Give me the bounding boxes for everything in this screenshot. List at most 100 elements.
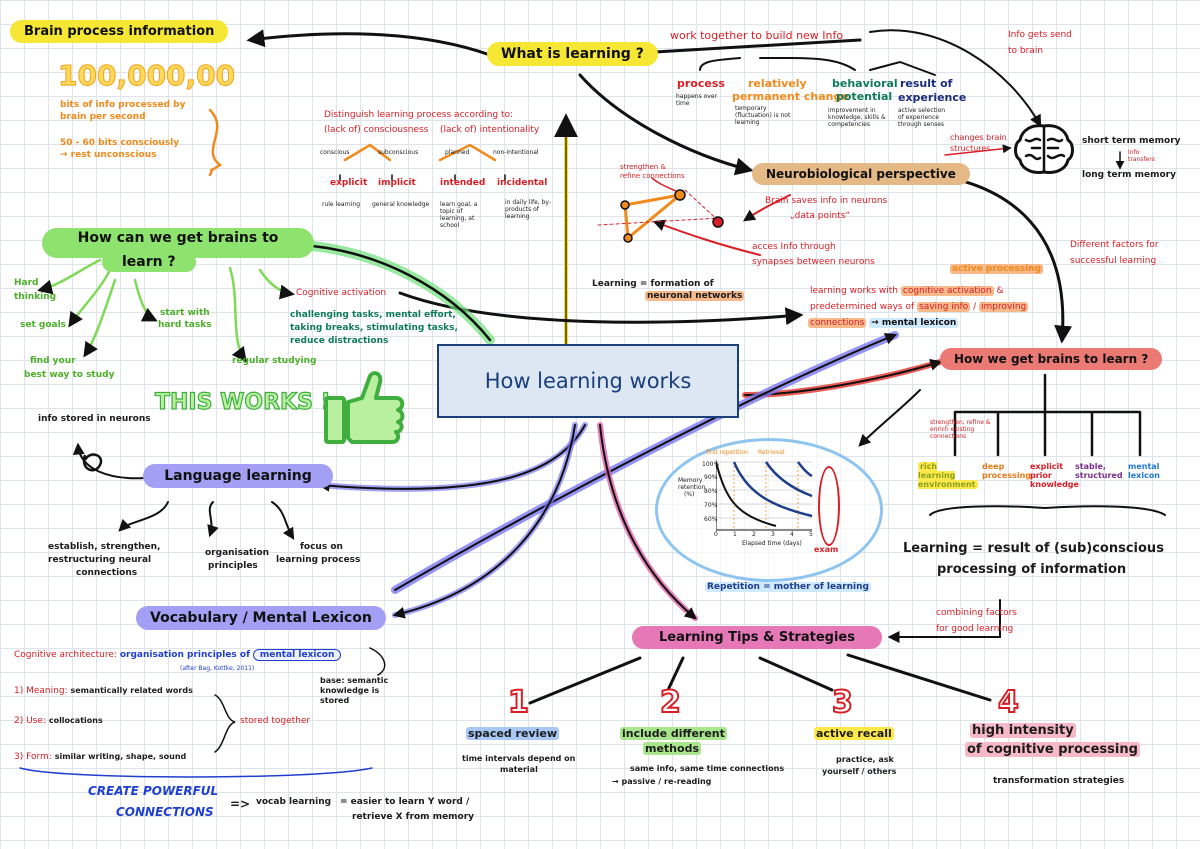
thumbs-up-icon <box>324 371 405 444</box>
info-send-text: Info gets send <box>1008 30 1072 40</box>
meaning-label: 1) Meaning: <box>14 686 68 696</box>
tip-2-label-a: include different <box>620 727 727 741</box>
challenging-line-2: taking breaks, stimulating tasks, <box>290 323 458 333</box>
establish-line-2: restructuring neural <box>48 555 152 565</box>
repetition-label: Repetition = mother of learning <box>705 582 871 592</box>
easier-line-2: retrieve X from memory <box>352 812 475 822</box>
deep-processing: deep processing <box>982 462 1031 480</box>
potential-label: potential <box>836 90 893 103</box>
process-note: happens over time <box>676 93 718 107</box>
formation-text-a: Learning = formation of <box>592 279 714 289</box>
subconscious-label: subconscious <box>378 149 419 156</box>
use-label: 2) Use: <box>14 716 46 726</box>
tip-4-note: transformation strategies <box>993 776 1125 786</box>
mental-lexicon-highlight: → mental lexicon <box>869 318 959 328</box>
how-brains-right-node: How we get brains to learn ? <box>940 348 1163 370</box>
process-label: process <box>677 77 725 90</box>
x-tick-2: 2 <box>752 531 756 538</box>
intended-note: learn goal, a topic of learning, at scho… <box>440 201 478 229</box>
learning-works-text: learning works with <box>810 286 899 296</box>
formation-line-1: Learning = formation of <box>590 279 716 289</box>
explicit-label: explicit <box>330 178 368 188</box>
exam-label: exam <box>814 545 839 554</box>
memory-label: Memory <box>678 477 703 484</box>
distinguish-line-2: (lack of) consciousness <box>324 125 429 135</box>
org-principles-text: organisation principles of <box>119 650 251 660</box>
implicit-label: implicit <box>378 178 416 188</box>
focus-line-2: learning process <box>276 555 361 565</box>
retention-label: retention <box>678 484 706 491</box>
this-works-text: THIS WORKS ! <box>154 389 331 415</box>
long-term-text: long term memory <box>1082 170 1176 180</box>
double-arrow: => <box>230 797 251 811</box>
organisation-line-1: organisation <box>205 548 270 558</box>
create-line-2: CONNECTIONS <box>116 805 214 819</box>
planned-label: planned <box>445 149 470 156</box>
language-learning-title: Language learning <box>164 468 312 484</box>
factors-line-1: Different factors for <box>1070 240 1159 250</box>
changes-brain-text: changes brain <box>950 133 1007 142</box>
rich-environment-text: rich learning environment <box>918 462 978 490</box>
tip-3-text: active recall <box>814 727 894 740</box>
learning-works-line-3: connections → mental lexicon <box>808 318 959 328</box>
structures-text: structures <box>950 144 991 153</box>
explicit-prior-text: explicit prior knowledge <box>1030 462 1079 490</box>
tip-4-text-b: of cognitive processing <box>965 742 1140 757</box>
active-processing-text: active processing <box>950 264 1044 274</box>
tip-1-text: spaced review <box>466 727 559 740</box>
tip-3-note-2: yourself / others <box>822 767 897 776</box>
learning-tips-title: Learning Tips & Strategies <box>659 630 855 645</box>
factors-line-2: successful learning <box>1070 256 1157 266</box>
bits-line-2: brain per second <box>60 112 146 122</box>
meaning-value: semantically related words <box>70 686 193 695</box>
explicit-prior: explicit prior knowledge <box>1030 462 1079 490</box>
stable-structured-text: stable, structured <box>1075 462 1123 481</box>
tip-3-note-1: practice, ask <box>836 755 894 764</box>
brain-process-node: Brain process information <box>10 20 229 43</box>
bits-line-4: → rest unconscious <box>60 150 157 160</box>
forgetting-curve-plot <box>716 460 813 531</box>
mental-lexicon-ellipse: mental lexicon <box>252 649 342 661</box>
mental-lexicon-right-text: mental lexicon <box>1128 462 1161 481</box>
combining-line-2: for good learning <box>936 624 1014 634</box>
how-brains-left-node-2: learn ? <box>102 252 196 272</box>
easier-line-1: = easier to learn Y word / <box>340 797 470 807</box>
tip-2-text-a: include different <box>620 727 727 740</box>
connections-highlight: connections <box>808 318 867 328</box>
what-is-learning-title: What is learning ? <box>501 46 644 62</box>
repetition-text: Repetition = mother of learning <box>705 582 871 592</box>
challenging-line-3: reduce distractions <box>290 336 389 346</box>
learning-tips-node: Learning Tips & Strategies <box>632 626 882 649</box>
cognitive-activation-label: Cognitive activation <box>296 288 387 298</box>
center-box: How learning works <box>437 344 739 418</box>
use-value: collocations <box>48 716 103 725</box>
stable-structured: stable, structured <box>1075 462 1123 480</box>
after-citation: (after Bag, Kottke, 2011) <box>180 665 255 672</box>
vocabulary-title: Vocabulary / Mental Lexicon <box>150 610 372 626</box>
deep-processing-text: deep processing <box>982 462 1032 481</box>
tip-2-note-2: → passive / re-reading <box>612 777 712 786</box>
formation-line-2: neuronal networks <box>645 291 745 301</box>
establish-line-1: establish, strengthen, <box>48 542 161 552</box>
how-brains-left-title-1: How can we get brains to <box>77 230 279 246</box>
challenging-line-1: challenging tasks, mental effort, <box>290 310 456 320</box>
organisation-line-2: principles <box>208 561 258 571</box>
create-line-1: CREATE POWERFUL <box>88 784 219 798</box>
x-tick-4: 4 <box>790 531 794 538</box>
language-learning-node: Language learning <box>143 464 333 488</box>
x-tick-3: 3 <box>771 531 775 538</box>
bits-line-3: 50 - 60 bits consciously <box>60 138 180 148</box>
tip-2-text-b: methods <box>643 742 701 755</box>
elapsed-time-label: Elapsed time (days) <box>742 540 802 547</box>
work-together-text: work together to build new Info <box>670 29 844 42</box>
strengthen-text: strengthen & <box>620 163 666 171</box>
cognitive-architecture-label: Cognitive architecture: <box>14 650 117 660</box>
ampersand-text: & <box>996 286 1004 296</box>
intended-label: intended <box>440 178 486 188</box>
form-row: 3) Form: similar writing, shape, sound <box>14 752 186 762</box>
distinguish-line-3: (lack of) intentionality <box>440 125 540 135</box>
nonintentional-label: non-intentional <box>493 149 539 156</box>
to-brain-text: to brain <box>1008 46 1044 56</box>
experience-label: experience <box>898 91 967 104</box>
